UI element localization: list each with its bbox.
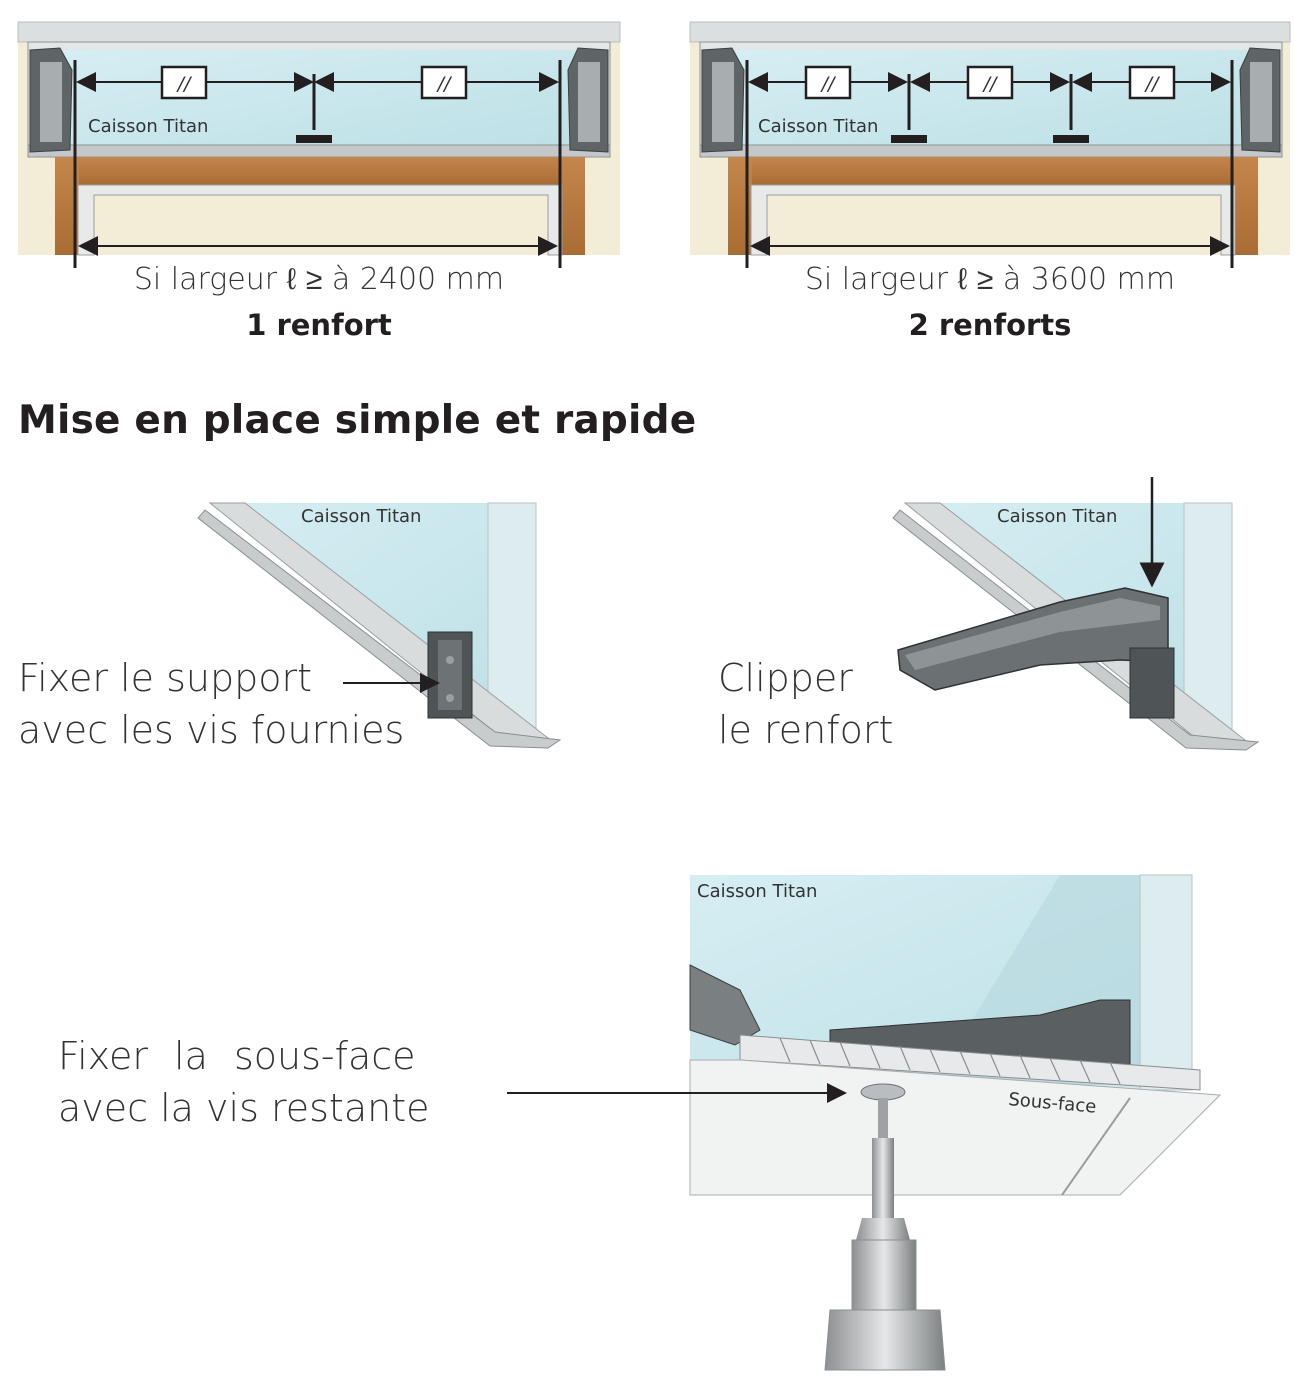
step-line: Fixer le support xyxy=(18,656,312,700)
result-text-two: 2 renforts xyxy=(908,308,1072,342)
caisson-label: Caisson Titan xyxy=(997,506,1117,527)
caisson-label: Caisson Titan xyxy=(758,116,878,137)
reinforcement-bar xyxy=(1053,135,1089,143)
break-mark: // xyxy=(1144,73,1161,95)
result-text-one: 1 renfort xyxy=(246,308,392,342)
step-line: Fixer la sous-face xyxy=(58,1034,416,1078)
section-title: Mise en place simple et rapide xyxy=(18,398,697,443)
break-mark: // xyxy=(820,73,837,95)
condition-text-one: Si largeur ℓ ≥ à 2400 mm xyxy=(133,262,505,297)
illustration-fix-support: Caisson Titan xyxy=(197,502,562,749)
condition-text-two: Si largeur ℓ ≥ à 3600 mm xyxy=(804,262,1176,297)
reinforcement-bar xyxy=(891,135,927,143)
reinforcement-bar xyxy=(296,135,332,143)
step-clip-caption: Clipper le renfort xyxy=(718,652,893,756)
step-line: avec la vis restante xyxy=(58,1086,430,1130)
caisson-label: Caisson Titan xyxy=(697,881,817,902)
step-line: Clipper xyxy=(718,656,853,700)
break-mark: // xyxy=(436,73,453,95)
illustration-clip-reinforcement: Caisson Titan xyxy=(892,477,1260,751)
caisson-label: Caisson Titan xyxy=(301,506,421,527)
step-fix-support-caption: Fixer le support avec les vis fournies xyxy=(18,652,404,756)
step-line: avec les vis fournies xyxy=(18,708,405,752)
step-fix-underside-caption: Fixer la sous-face avec la vis restante xyxy=(58,1030,429,1134)
diagram-one-reinforcement: // // Caisson Titan xyxy=(17,21,621,268)
break-mark: // xyxy=(982,73,999,95)
break-mark: // xyxy=(176,73,193,95)
caisson-label: Caisson Titan xyxy=(88,116,208,137)
illustration-fix-underside: Caisson Titan Sous-face xyxy=(507,874,1222,1371)
diagram-two-reinforcements: // // // Caisson Titan xyxy=(689,21,1291,268)
step-line: le renfort xyxy=(718,708,894,752)
